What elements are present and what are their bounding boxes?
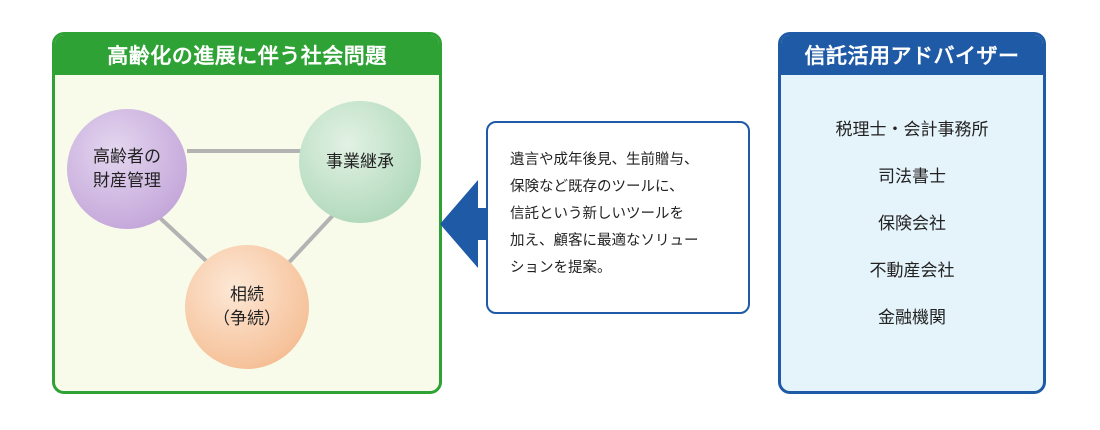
asset-management-circle: 高齢者の 財産管理 bbox=[67, 109, 187, 229]
asset-management-label-2: 財産管理 bbox=[93, 171, 161, 191]
advisor-item: 税理士・会計事務所 bbox=[835, 120, 989, 140]
connector-business-inheritance bbox=[279, 209, 339, 273]
trust-advisor-panel: 信託活用アドバイザー 税理士・会計事務所 司法書士 保険会社 不動産会社 金融機… bbox=[778, 32, 1046, 394]
solution-description-box: 遺言や成年後見、生前贈与、 保険など既存のツールに、 信託という新しいツールを … bbox=[486, 121, 750, 314]
trust-advisor-title: 信託活用アドバイザー bbox=[781, 35, 1043, 75]
business-succession-circle: 事業継承 bbox=[299, 101, 421, 223]
inheritance-label-2: （争続） bbox=[213, 309, 281, 329]
asset-management-label-1: 高齢者の bbox=[93, 147, 161, 167]
solution-description-text: 遺言や成年後見、生前贈与、 保険など既存のツールに、 信託という新しいツールを … bbox=[510, 152, 699, 276]
advisor-item: 保険会社 bbox=[878, 214, 946, 234]
inheritance-label-1: 相続 bbox=[230, 285, 264, 305]
social-issues-panel: 高齢化の進展に伴う社会問題 高齢者の 財産管理 事業継承 相続 （争続） bbox=[52, 32, 442, 394]
advisor-item: 司法書士 bbox=[878, 167, 946, 187]
social-issues-title: 高齢化の進展に伴う社会問題 bbox=[55, 35, 439, 75]
business-succession-label: 事業継承 bbox=[326, 152, 394, 172]
inheritance-circle: 相続 （争続） bbox=[185, 245, 309, 369]
advisor-item: 金融機関 bbox=[878, 308, 946, 328]
advisor-item: 不動産会社 bbox=[869, 261, 955, 281]
